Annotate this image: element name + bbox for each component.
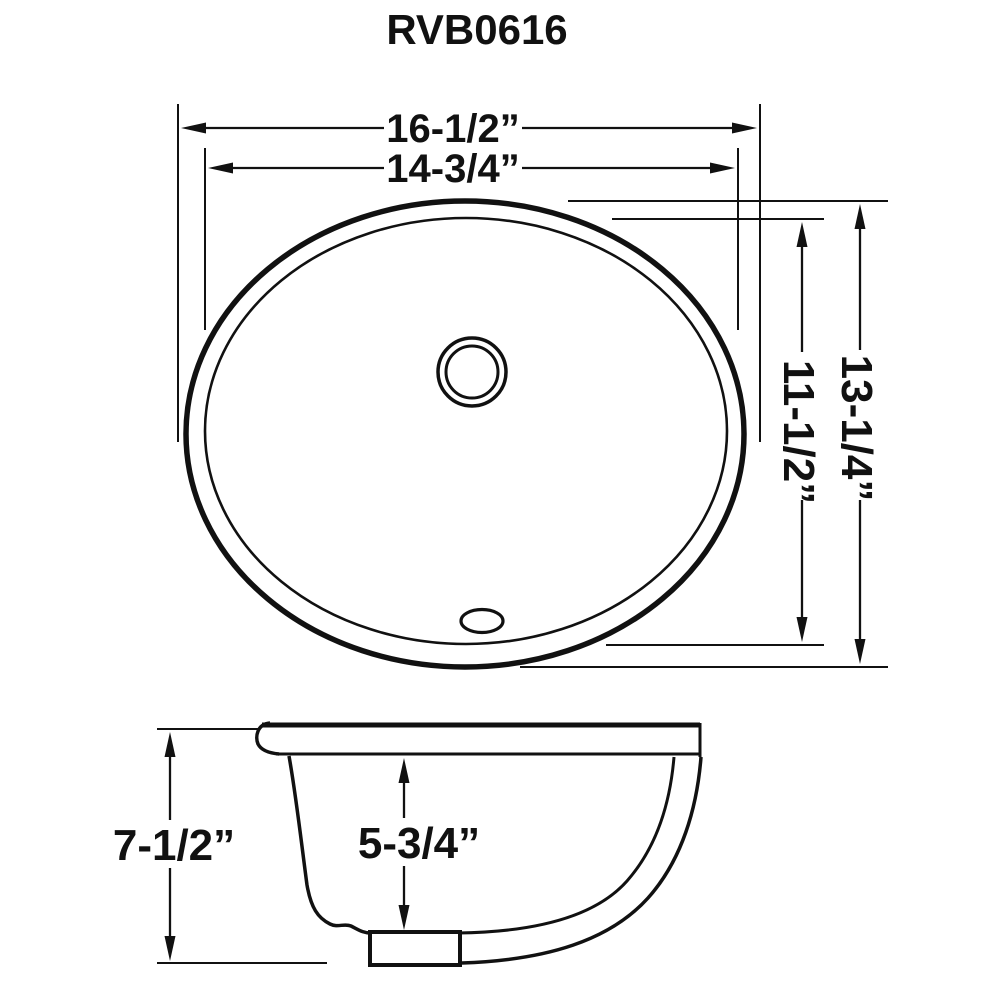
sink-side-view: [255, 721, 703, 967]
dim-label-inner-depth: 11-1/2”: [774, 360, 823, 504]
sink-outer-rim: [183, 198, 747, 670]
rim-left-cap: [255, 721, 280, 756]
basin-inner-wall: [457, 756, 676, 935]
dim-label-outer-depth: 13-1/4”: [832, 355, 881, 502]
arrow-down-icon: [796, 617, 808, 642]
arrow-up-icon: [164, 732, 176, 757]
dim-outer-depth: 13-1/4”: [520, 200, 888, 668]
arrow-left-icon: [181, 122, 206, 134]
arrow-down-icon: [854, 639, 866, 664]
sink-inner-basin: [203, 216, 729, 646]
dim-label-inner-width: 14-3/4”: [386, 147, 519, 191]
arrow-up-icon: [854, 204, 866, 229]
arrow-down-icon: [164, 936, 176, 961]
model-number-title: RVB0616: [386, 6, 567, 53]
dim-overall-height: 7-1/2”: [113, 728, 327, 964]
overflow-hole: [459, 607, 505, 635]
drain-inner-circle: [444, 344, 500, 400]
drain-outer-circle: [436, 336, 508, 408]
basin-left-wall: [287, 755, 372, 935]
arrow-right-icon: [732, 122, 757, 134]
arrow-up-icon: [398, 758, 410, 783]
dim-label-overall-height: 7-1/2”: [113, 821, 235, 870]
dim-label-bowl-depth: 5-3/4”: [358, 819, 480, 868]
drain-outlet: [368, 930, 462, 967]
arrow-down-icon: [398, 905, 410, 930]
arrow-left-icon: [208, 162, 233, 174]
arrow-up-icon: [796, 222, 808, 247]
dim-label-outer-width: 16-1/2”: [386, 107, 519, 151]
dim-inner-width: 14-3/4”: [204, 147, 739, 330]
arrow-right-icon: [710, 162, 735, 174]
dim-bowl-depth: 5-3/4”: [358, 758, 480, 930]
sink-top-view: [183, 198, 747, 670]
basin-outer-wall: [461, 756, 703, 965]
dim-outer-width: 16-1/2”: [177, 104, 761, 442]
dim-inner-depth: 11-1/2”: [606, 218, 824, 646]
